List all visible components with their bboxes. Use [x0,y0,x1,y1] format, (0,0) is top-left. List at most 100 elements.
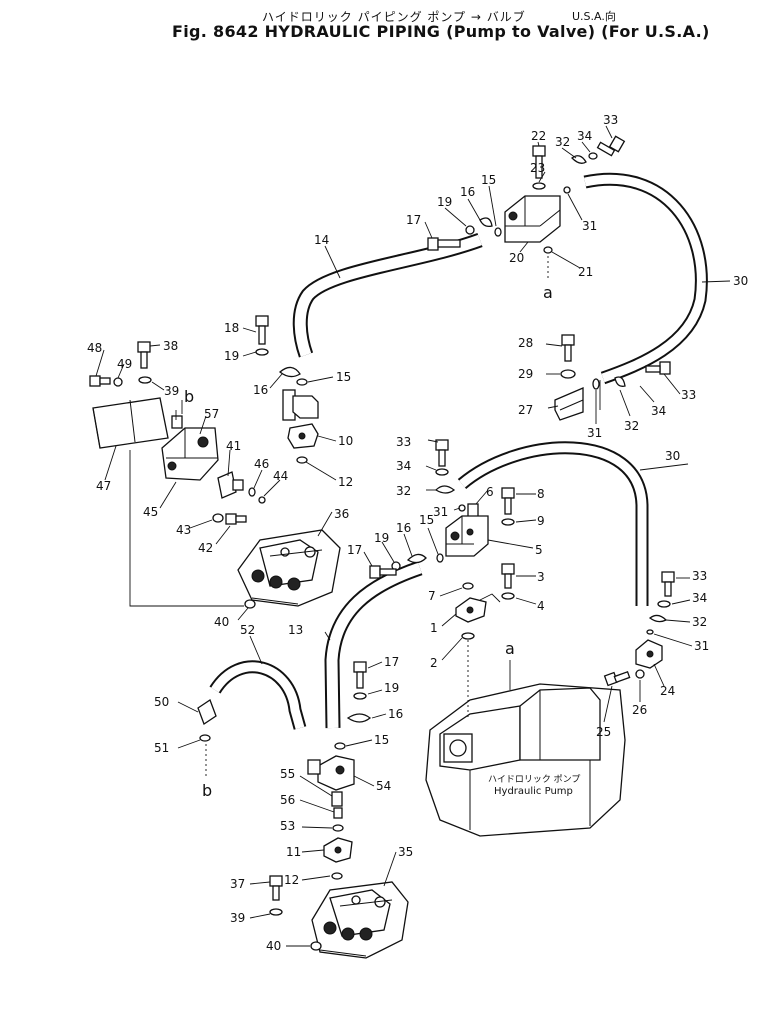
washer-40-lower [310,941,322,951]
bolt-33-upper [596,135,626,157]
oring-2 [461,632,475,640]
callout-32-a: 32 [555,135,570,149]
connector-b-upper: b [184,387,194,406]
bolt-17-center [369,565,397,579]
callout-33-b: 33 [681,388,696,402]
block-54 [307,755,355,791]
oring-53 [332,824,344,832]
washer-39-lower [269,908,283,916]
callout-19-b: 19 [224,349,239,363]
washer-26 [635,669,645,679]
oring-15-lower [334,742,346,750]
callout-12-a: 12 [338,475,353,489]
callout-20: 20 [509,251,524,265]
bolt-33-mid [645,361,671,375]
callout-12-b: 12 [284,873,299,887]
figure-title: Fig. 8642 HYDRAULIC PIPING (Pump to Valv… [172,22,710,41]
callout-34-b: 34 [651,404,666,418]
washer-40-upper [244,599,256,609]
oring-21 [543,246,553,254]
callout-24: 24 [660,684,675,698]
clamp-32-mid [614,376,626,387]
bolt-3 [501,563,515,589]
oring-15-left [296,378,308,386]
washer-19-left [255,348,269,356]
valve-57 [161,415,219,481]
oring-46 [248,487,256,497]
region-note: U.S.A.向 [572,10,616,23]
callout-19-c: 19 [374,531,389,545]
callout-30-b: 30 [665,449,680,463]
callout-19-d: 19 [384,681,399,695]
washer-4 [501,592,515,600]
washer-43 [212,513,224,523]
callout-6: 6 [486,485,494,499]
oring-7 [462,582,474,590]
washer-19-upper [465,225,475,235]
bracket-47 [92,397,169,449]
block-20 [504,195,561,243]
hose-52 [209,660,307,730]
callout-57: 57 [204,407,219,421]
block-5 [445,515,489,557]
callout-42: 42 [198,541,213,555]
callout-11: 11 [286,845,301,859]
connector-a-upper: a [543,283,553,302]
washer-34-right [657,600,671,608]
oring-15-upper [494,227,502,237]
callout-52: 52 [240,623,255,637]
callout-15-c: 15 [419,513,434,527]
washer-9 [501,518,515,526]
callout-41: 41 [226,439,241,453]
connector-a-lower: a [505,639,515,658]
hose-30-lower [457,441,649,606]
callout-50: 50 [154,695,169,709]
callout-15-b: 15 [336,370,351,384]
callout-48: 48 [87,341,102,355]
callout-16-a: 16 [460,185,475,199]
callout-9: 9 [537,514,545,528]
callout-44: 44 [273,469,288,483]
japanese-title: ハイドロリック パイピング ポンプ → バルブ [262,10,526,24]
clamp-16-center [406,553,427,564]
pump-label-en: Hydraulic Pump [494,786,573,797]
callout-47: 47 [96,479,111,493]
fitting-56 [333,807,343,819]
oring-12-upper [296,456,308,464]
bolt-48 [89,375,111,387]
callout-10: 10 [338,434,353,448]
washer-39-upper [138,376,152,384]
leader-lines [95,125,731,947]
washer-19-lower [353,692,367,700]
callout-34-a: 34 [577,129,592,143]
callout-7: 7 [428,589,436,603]
oring-15-center [436,553,444,563]
callout-19-a: 19 [437,195,452,209]
callout-36: 36 [334,507,349,521]
bolt-8 [501,487,515,515]
callout-18: 18 [224,321,239,335]
oring-12-lower [331,872,343,880]
callout-38: 38 [163,339,178,353]
callout-4: 4 [537,599,545,613]
callout-51: 51 [154,741,169,755]
callout-17-a: 17 [406,213,421,227]
hose-30-upper [583,172,708,385]
control-valve-35 [311,881,409,959]
fitting-55 [331,791,343,807]
callout-31-d: 31 [694,639,709,653]
callout-23: 23 [530,161,545,175]
oring-31-right [646,629,654,635]
callout-43: 43 [176,523,191,537]
bolt-38 [137,341,151,369]
oring-51 [199,734,211,742]
callout-labels: 33 34 32 22 23 15 16 19 17 31 20 21 a 30… [87,113,748,953]
callout-34-d: 34 [692,591,707,605]
callout-32-c: 32 [396,484,411,498]
oring-44 [258,496,266,504]
callout-40-a: 40 [214,615,229,629]
hose-14 [292,232,483,358]
callout-33-d: 33 [692,569,707,583]
callout-17-c: 17 [384,655,399,669]
